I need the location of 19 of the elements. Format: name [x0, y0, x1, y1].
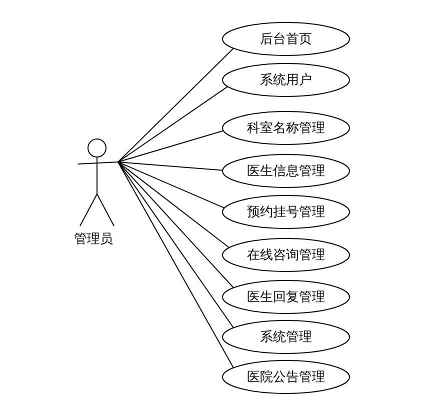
use-case-ellipse: 医院公告管理	[222, 360, 350, 394]
use-case-ellipse: 医生信息管理	[222, 154, 350, 188]
association-line	[118, 162, 234, 288]
use-case-ellipse: 在线咨询管理	[222, 238, 350, 272]
actor-label: 管理员	[74, 231, 113, 248]
association-line	[118, 86, 228, 162]
association-line	[118, 48, 234, 162]
association-line	[118, 162, 230, 248]
association-line	[118, 162, 234, 328]
association-line	[118, 130, 224, 162]
use-case-ellipse: 系统管理	[222, 320, 350, 354]
use-case-ellipse: 预约挂号管理	[222, 195, 350, 229]
use-case-ellipse: 后台首页	[222, 22, 350, 56]
association-line	[118, 162, 224, 208]
use-case-ellipse: 科室名称管理	[222, 111, 350, 145]
association-line	[118, 162, 223, 171]
use-case-ellipse: 医生回复管理	[222, 280, 350, 314]
use-case-ellipse: 系统用户	[222, 63, 350, 97]
association-line	[118, 162, 234, 368]
